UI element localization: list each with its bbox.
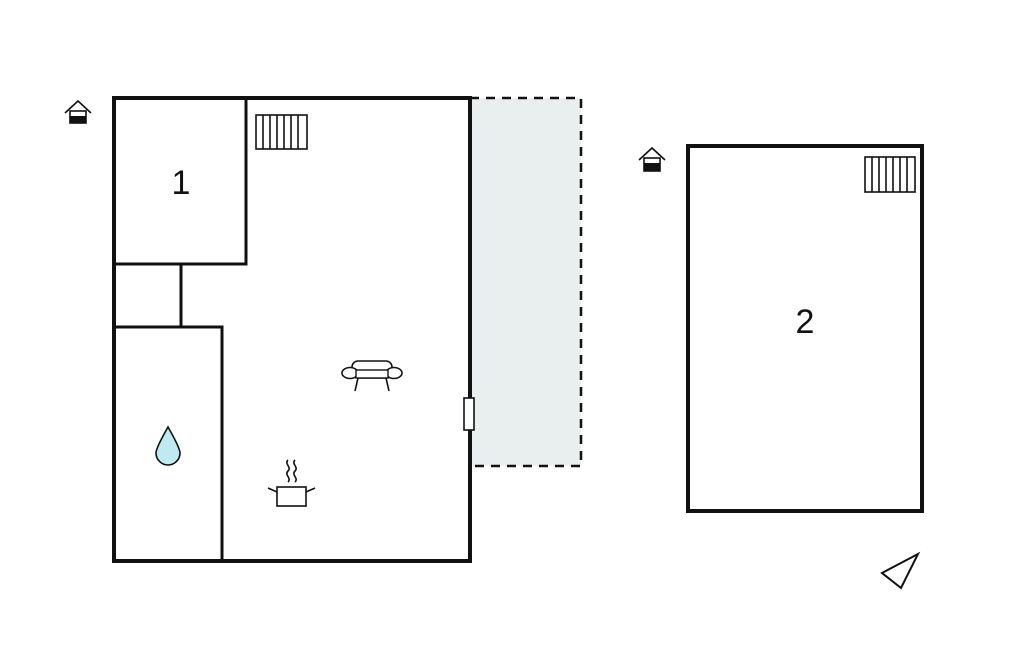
bathroom-walls [114,325,224,561]
building-1 [112,96,475,563]
room-1-walls [114,98,248,266]
building-1-outline [112,96,472,563]
room-label-2: 2 [796,303,815,341]
room-label-1: 1 [172,164,191,202]
sofa-icon [341,360,403,392]
north-arrow-icon [880,551,921,590]
door-icon [463,397,475,431]
water-drop-icon [155,425,181,466]
entrance-house-icon [64,99,92,124]
radiator-icon [864,156,916,193]
entrance-house-icon [638,146,666,172]
cooking-pot-icon [267,459,316,507]
radiator-icon [255,114,308,150]
building-2-outline [686,144,924,513]
terrace [470,96,583,468]
building-2 [686,144,924,513]
